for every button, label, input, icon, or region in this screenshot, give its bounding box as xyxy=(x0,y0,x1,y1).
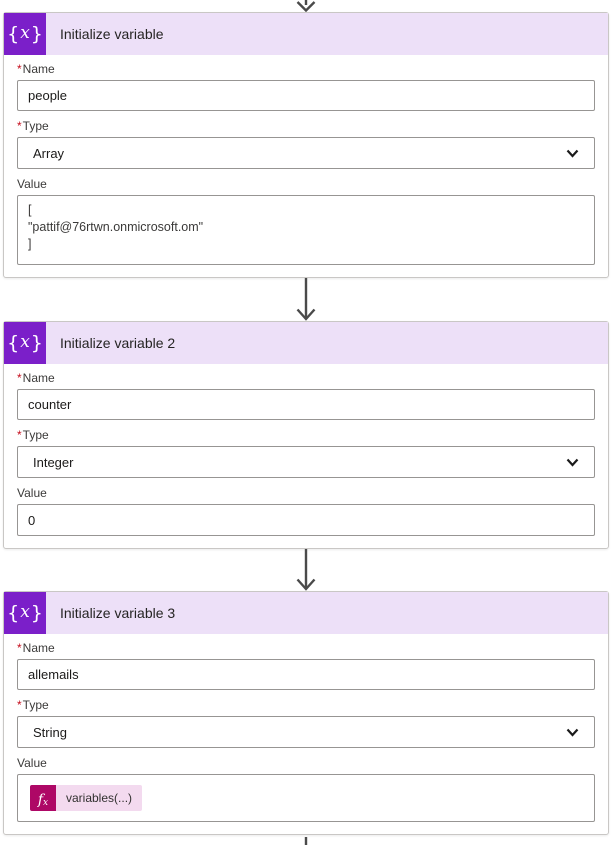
connector-arrow xyxy=(0,549,612,591)
type-select[interactable]: Integer xyxy=(17,446,595,478)
name-field: *Name xyxy=(17,641,595,690)
type-select-value: Integer xyxy=(33,454,74,470)
action-body: *Name *Type Array Value [ " xyxy=(4,55,608,277)
action-body: *Name *Type Integer Value xyxy=(4,364,608,548)
action-title: Initialize variable 2 xyxy=(60,335,176,351)
name-label-text: Name xyxy=(22,641,55,655)
arrow-down-icon xyxy=(296,0,316,12)
value-textarea[interactable]: [ "pattif@76rtwn.onmicrosoft.om" ] xyxy=(17,195,595,265)
value-label-text: Value xyxy=(17,486,47,500)
value-input[interactable] xyxy=(17,504,595,536)
connector-line-bottom xyxy=(0,835,612,845)
type-field: *Type Integer xyxy=(17,428,595,478)
action-header[interactable]: {x} Initialize variable xyxy=(4,13,608,55)
variable-icon: {x} xyxy=(4,322,46,364)
type-label-text: Type xyxy=(22,698,49,712)
name-label-text: Name xyxy=(22,62,55,76)
required-asterisk: * xyxy=(17,119,22,133)
value-label: Value xyxy=(17,177,595,191)
chevron-down-icon xyxy=(566,149,579,158)
type-label-text: Type xyxy=(22,119,49,133)
value-field: Value [ "pattif@76rtwn.onmicrosoft.om" ] xyxy=(17,177,595,265)
value-field: Value xyxy=(17,486,595,536)
chevron-down-icon xyxy=(566,728,579,737)
arrow-down-icon xyxy=(296,278,316,321)
connector-arrow xyxy=(0,278,612,321)
required-asterisk: * xyxy=(17,641,22,655)
type-field: *Type String xyxy=(17,698,595,748)
name-input[interactable] xyxy=(17,80,595,111)
required-asterisk: * xyxy=(17,428,22,442)
action-header[interactable]: {x} Initialize variable 2 xyxy=(4,322,608,364)
variable-icon: {x} xyxy=(4,13,46,55)
expression-token-label: variables(...) xyxy=(56,785,143,811)
required-asterisk: * xyxy=(17,698,22,712)
value-label: Value xyxy=(17,486,595,500)
action-title: Initialize variable xyxy=(60,26,164,42)
name-label: *Name xyxy=(17,641,595,655)
action-card-initialize-variable-3: {x} Initialize variable 3 *Name *Type St… xyxy=(3,591,609,835)
type-label: *Type xyxy=(17,428,595,442)
name-label: *Name xyxy=(17,371,595,385)
value-label-text: Value xyxy=(17,177,47,191)
type-select[interactable]: Array xyxy=(17,137,595,169)
required-asterisk: * xyxy=(17,62,22,76)
type-label: *Type xyxy=(17,698,595,712)
connector-arrow-top xyxy=(0,0,612,12)
name-label-text: Name xyxy=(22,371,55,385)
required-asterisk: * xyxy=(17,371,22,385)
variable-icon: {x} xyxy=(4,592,46,634)
arrow-down-icon xyxy=(296,549,316,591)
name-label: *Name xyxy=(17,62,595,76)
chevron-down-icon xyxy=(566,458,579,467)
arrow-line xyxy=(304,837,308,845)
value-label: Value xyxy=(17,756,595,770)
name-field: *Name xyxy=(17,62,595,111)
type-select-value: Array xyxy=(33,145,65,161)
name-input[interactable] xyxy=(17,659,595,690)
action-body: *Name *Type String Value xyxy=(4,634,608,834)
action-title: Initialize variable 3 xyxy=(60,605,176,621)
type-label: *Type xyxy=(17,119,595,133)
name-input[interactable] xyxy=(17,389,595,420)
action-card-initialize-variable: {x} Initialize variable *Name *Type Arra… xyxy=(3,12,609,278)
value-label-text: Value xyxy=(17,756,47,770)
type-label-text: Type xyxy=(22,428,49,442)
type-field: *Type Array xyxy=(17,119,595,169)
name-field: *Name xyxy=(17,371,595,420)
type-select-value: String xyxy=(33,724,67,740)
action-header[interactable]: {x} Initialize variable 3 xyxy=(4,592,608,634)
action-card-initialize-variable-2: {x} Initialize variable 2 *Name *Type In… xyxy=(3,321,609,549)
type-select[interactable]: String xyxy=(17,716,595,748)
